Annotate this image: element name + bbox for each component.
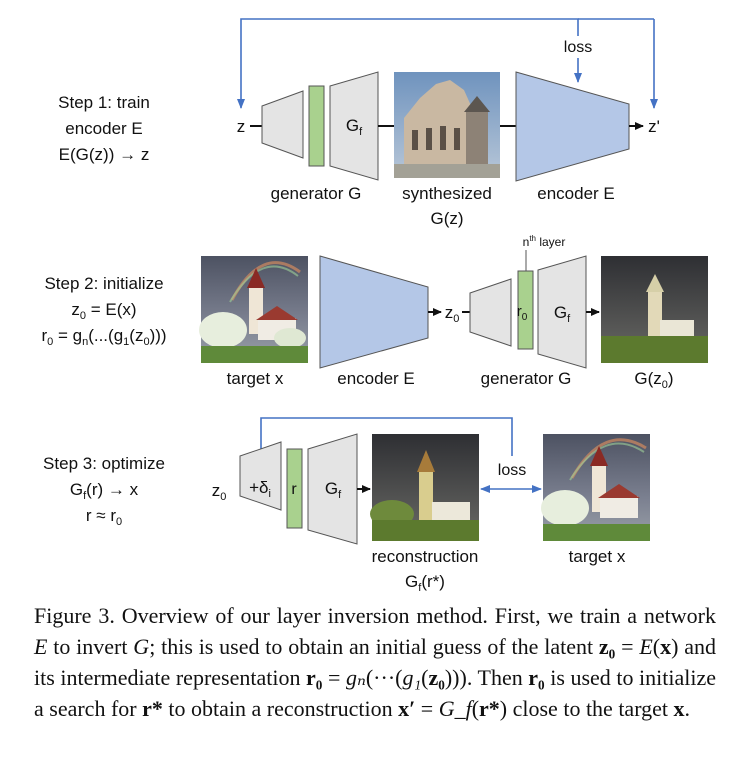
step1-synth-label-line1: synthesized bbox=[402, 184, 492, 203]
step3-recon-sublabel: Gf(r*) bbox=[405, 572, 445, 594]
step2-r0-label: r0 bbox=[517, 303, 528, 323]
step2-nth-layer-label: nth layer bbox=[523, 234, 566, 249]
step1-loss-label: loss bbox=[564, 39, 592, 56]
step1-section: Step 1: train encoder E E(G(z)) → z loss… bbox=[58, 18, 660, 228]
step1-generator-layer bbox=[308, 85, 325, 167]
step1-gf-label: Gf bbox=[346, 116, 363, 138]
step3-section: Step 3: optimize Gf(r) → x r ≈ r0 z0 +δi… bbox=[43, 417, 650, 594]
figure-caption: Figure 3. Overview of our layer inversio… bbox=[34, 603, 716, 721]
step3-recon-label: reconstruction bbox=[372, 547, 479, 566]
step2-output-label: G(z0) bbox=[634, 369, 673, 391]
step2-z0-label: z0 bbox=[445, 303, 460, 325]
step3-loss-label: loss bbox=[498, 462, 526, 479]
step3-gf-block bbox=[307, 433, 358, 545]
step2-title-line2: z0 = E(x) bbox=[71, 300, 136, 322]
step1-zprime-label: z' bbox=[648, 117, 660, 136]
step2-encoder-trapezoid bbox=[319, 255, 429, 369]
step1-title-line2: encoder E bbox=[65, 119, 143, 138]
step2-title-line1: Step 2: initialize bbox=[44, 274, 163, 293]
step3-gf-label: Gf bbox=[325, 479, 342, 501]
step2-encoder-label: encoder E bbox=[337, 369, 415, 388]
step2-output-image bbox=[601, 256, 708, 363]
step3-z0-label: z0 bbox=[212, 481, 227, 503]
step1-encoder-label: encoder E bbox=[537, 184, 615, 203]
step1-encoder-trapezoid bbox=[515, 71, 630, 182]
step3-target-image bbox=[541, 434, 650, 541]
step3-delta-trapezoid bbox=[239, 441, 282, 511]
step3-target-label: target x bbox=[569, 547, 626, 566]
step1-generator-trapezoid bbox=[261, 90, 304, 159]
layer-inversion-diagram: Step 1: train encoder E E(G(z)) → z loss… bbox=[41, 18, 708, 594]
step1-generator-gf-block bbox=[329, 71, 379, 181]
step1-title-line1: Step 1: train bbox=[58, 93, 150, 112]
step3-r-layer bbox=[286, 448, 303, 529]
step3-delta-label: +δi bbox=[249, 478, 271, 500]
step2-generator-trapezoid bbox=[469, 278, 512, 347]
step3-r-label: r bbox=[291, 481, 297, 498]
step1-generator-label: generator G bbox=[271, 184, 362, 203]
step2-gf-label: Gf bbox=[554, 303, 571, 325]
step2-generator-label: generator G bbox=[481, 369, 572, 388]
step2-title-line3: r0 = gn(...(g1(z0))) bbox=[41, 326, 166, 348]
step1-synthesized-image bbox=[394, 72, 500, 178]
step3-reconstruction-image bbox=[370, 434, 479, 541]
step3-feedback-line bbox=[257, 417, 513, 464]
step2-generator-gf-block bbox=[537, 255, 587, 369]
step1-z-label: z bbox=[237, 117, 246, 136]
step1-feedback-line bbox=[237, 18, 579, 109]
step3-title-line3: r ≈ r0 bbox=[86, 506, 122, 528]
step3-title-line2: Gf(r) → x bbox=[70, 480, 139, 502]
step2-target-image bbox=[199, 256, 308, 363]
step3-title-line1: Step 3: optimize bbox=[43, 454, 165, 473]
step1-title-line3: E(G(z)) → z bbox=[59, 145, 150, 164]
step1-synth-label-line2: G(z) bbox=[430, 209, 463, 228]
step2-section: Step 2: initialize z0 = E(x) r0 = gn(...… bbox=[41, 234, 708, 391]
step2-target-label: target x bbox=[227, 369, 284, 388]
